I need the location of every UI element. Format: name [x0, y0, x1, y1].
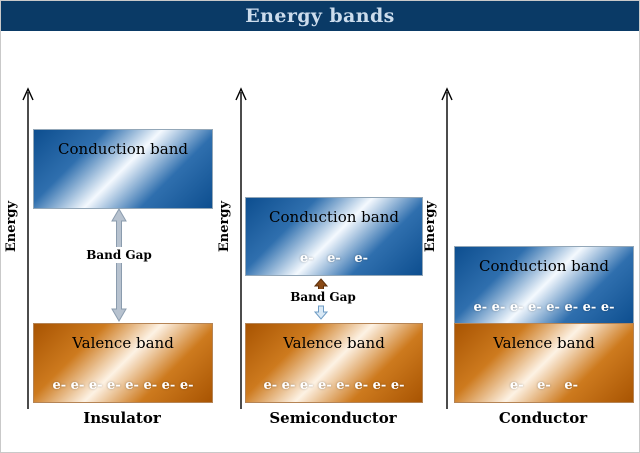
band-gap-label: Band Gap: [287, 289, 359, 305]
energy-axis-arrow-icon: [441, 87, 453, 409]
energy-axis-label: Energy: [217, 201, 232, 253]
valence-band-electrons: e- e- e- e- e- e- e- e-: [52, 378, 194, 393]
conductor-conduction-band: Conduction band e- e- e- e- e- e- e- e-: [454, 246, 634, 325]
band-gap-down-arrow-icon: [314, 305, 328, 320]
conductor-valence-band: Valence band e- e- e-: [454, 323, 634, 403]
band-gap-double-arrow-icon: [111, 208, 127, 322]
energy-axis-arrow-icon: [22, 87, 34, 409]
energy-axis-label: Energy: [4, 201, 19, 253]
valence-band-electrons: e- e- e-: [509, 378, 579, 393]
conduction-band-electrons: e- e- e-: [299, 251, 369, 266]
conductor-caption: Conductor: [498, 409, 588, 427]
title-bar: Energy bands: [1, 1, 639, 31]
valence-band-label: Valence band: [72, 334, 174, 352]
valence-band-electrons: e- e- e- e- e- e- e- e-: [263, 378, 405, 393]
insulator-valence-band: Valence band e- e- e- e- e- e- e- e-: [33, 323, 213, 403]
insulator-conduction-band: Conduction band: [33, 129, 213, 209]
conduction-band-label: Conduction band: [269, 208, 399, 226]
semiconductor-caption: Semiconductor: [269, 409, 397, 427]
energy-axis-label: Energy: [423, 201, 438, 253]
band-gap-label: Band Gap: [84, 247, 154, 263]
conduction-band-label: Conduction band: [58, 140, 188, 158]
semiconductor-valence-band: Valence band e- e- e- e- e- e- e- e-: [245, 323, 423, 403]
insulator-caption: Insulator: [83, 409, 161, 427]
semiconductor-conduction-band: Conduction band e- e- e-: [245, 197, 423, 276]
energy-axis-arrow-icon: [235, 87, 247, 409]
valence-band-label: Valence band: [283, 334, 385, 352]
conduction-band-electrons: e- e- e- e- e- e- e- e-: [473, 300, 615, 315]
valence-band-label: Valence band: [493, 334, 595, 352]
page-title: Energy bands: [245, 5, 395, 27]
conduction-band-label: Conduction band: [479, 257, 609, 275]
